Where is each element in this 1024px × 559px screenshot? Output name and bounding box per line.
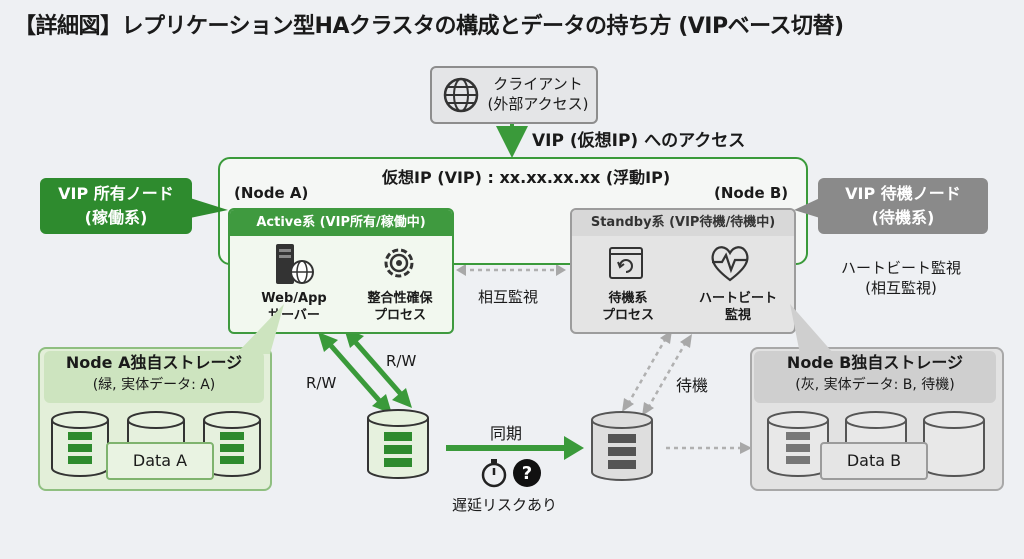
storage-b-label: Node B独自ストレージ (灰, 実体データ: B, 待機) [754, 351, 996, 403]
node-a-tag: (Node A) [234, 184, 309, 202]
heartbeat-note: ハートビート監視 (相互監視) [840, 259, 961, 297]
standby-storage-icon [591, 411, 653, 481]
heartbeat-icon [711, 246, 749, 282]
rw-label-left: R/W [306, 374, 337, 392]
vip-standby-callout: VIP 待機ノード (待機系) [818, 178, 988, 234]
standby-label: 待機 [676, 376, 709, 395]
rw-arrow-1 [324, 338, 386, 408]
data-a-box: Data A [106, 442, 214, 480]
page-title: 【詳細図】レプリケーション型HAクラスタの構成とデータの持ち方 (VIPベース切… [14, 14, 844, 39]
node-a-header: Active系 (VIP所有/稼働中) [230, 210, 452, 236]
node-a-panel: Active系 (VIP所有/稼働中) Web/App サーバー 整合性確保 プ… [228, 208, 454, 334]
vip-access-label: VIP (仮想IP) へのアクセス [532, 131, 746, 151]
standby-line-1 [626, 337, 668, 405]
storage-a-pointer [236, 304, 284, 354]
node-b-header: Standby系 (VIP待機/待機中) [572, 210, 794, 236]
data-b-box: Data B [820, 442, 928, 480]
client-box: クライアント (外部アクセス) [430, 66, 598, 124]
sync-label: 同期 [490, 424, 523, 443]
consistency-process-label: 整合性確保 プロセス [367, 291, 433, 323]
storage-b-pointer [790, 304, 834, 354]
heartbeat-label: ハートビート 監視 [698, 291, 777, 323]
mutual-monitor-label: 相互監視 [478, 288, 539, 306]
vip-owner-callout: VIP 所有ノード (稼働系) [40, 178, 192, 234]
rw-label-right: R/W [386, 352, 417, 370]
node-b-tag: (Node B) [714, 184, 789, 202]
refresh-window-icon [609, 247, 643, 279]
question-icon: ? [513, 459, 541, 487]
client-label: クライアント (外部アクセス) [487, 75, 589, 113]
node-b-panel: Standby系 (VIP待機/待機中) 待機系 プロセス ハートビート 監視 [570, 208, 796, 334]
gear-icon [384, 248, 414, 278]
globe-icon [443, 77, 479, 113]
callout-green-pointer [190, 198, 228, 218]
latency-risk-label: 遅延リスクあり [452, 496, 558, 514]
stopwatch-icon [481, 459, 507, 488]
svg-text:?: ? [522, 463, 532, 484]
standby-process-label: 待機系 プロセス [601, 291, 654, 323]
vip-address: 仮想IP (VIP) : xx.xx.xx.xx (浮動IP) [382, 168, 671, 187]
callout-gray-pointer [794, 198, 820, 218]
storage-a-label: Node A独自ストレージ (緑, 実体データ: A) [44, 351, 264, 403]
rw-arrow-2 [348, 334, 408, 402]
active-storage-icon [367, 409, 429, 479]
server-icon [276, 244, 314, 284]
